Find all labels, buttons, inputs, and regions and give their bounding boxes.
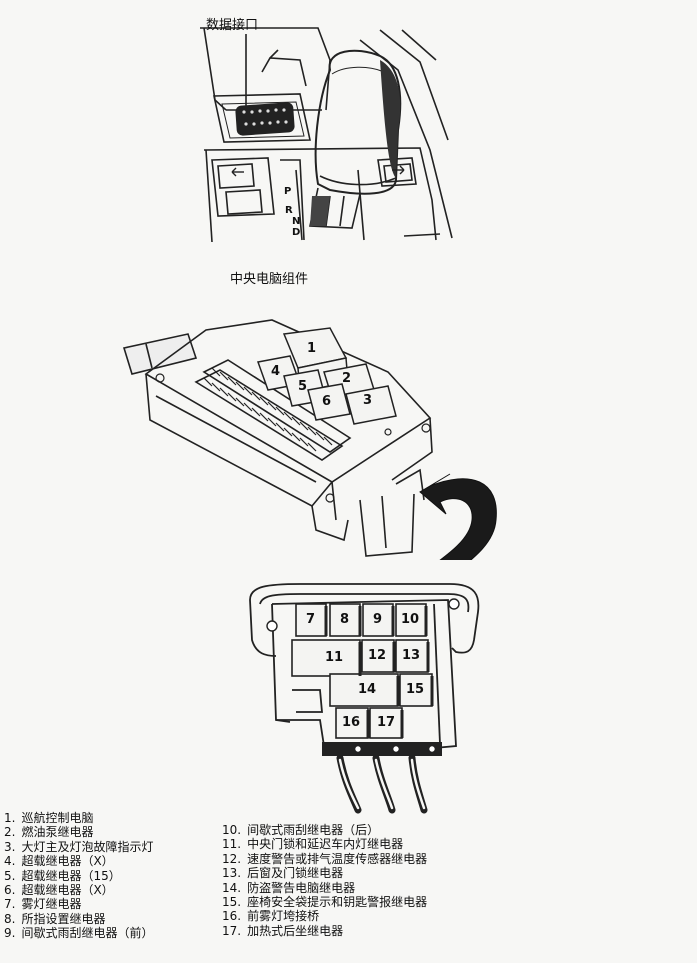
legend-item-9: 9. 间歇式雨刮继电器（前） <box>4 926 153 940</box>
legend-number: 9. <box>4 926 16 941</box>
relay-cell-17 <box>369 707 403 739</box>
legend-number: 17. <box>222 923 242 938</box>
legend-number: 10. <box>222 823 242 837</box>
relay-cell-14 <box>329 673 399 707</box>
relay-label-17: 17 <box>377 715 396 730</box>
relay-label-15: 15 <box>406 682 425 697</box>
central-module-caption: 中央电脑组件 <box>230 272 309 287</box>
relay-label-5: 5 <box>298 379 308 394</box>
relay-label-11: 11 <box>325 650 344 665</box>
legend-item-12: 12. 速度警告或排气温度传感器继电器 <box>222 852 427 866</box>
relay-block-3 <box>345 385 397 425</box>
legend-left: 1. 巡航控制电脑 2. 燃油泵继电器 3. 大灯主及灯泡故障指示灯 4. 超载继电器（… <box>4 811 153 941</box>
relay-label-9: 9 <box>373 612 383 627</box>
legend-item-8: 8. 所指设置继电器 <box>4 912 153 926</box>
legend-text: 座椅安全袋提示和钥匙警报继电器 <box>247 894 428 909</box>
shift-letter-n: N <box>292 216 301 227</box>
legend-item-13: 13. 后窗及门锁继电器 <box>222 866 427 880</box>
legend-text: 超载继电器（X） <box>21 882 114 897</box>
legend-number: 2. <box>4 825 16 840</box>
shift-letter-p: P <box>284 186 292 197</box>
relay-block-6 <box>307 383 351 421</box>
legend-item-10: 10. 间歇式雨刮继电器（后） <box>222 823 427 837</box>
legend-text: 所指设置继电器 <box>21 911 106 926</box>
relay-label-2: 2 <box>342 371 352 386</box>
legend-number: 6. <box>4 882 16 897</box>
legend-item-17: 17. 加热式后坐继电器 <box>222 924 427 938</box>
legend-item-15: 15. 座椅安全袋提示和钥匙警报继电器 <box>222 895 427 909</box>
legend-item-6: 6. 超载继电器（X） <box>4 883 153 897</box>
relay-label-16: 16 <box>342 715 361 730</box>
legend-number: 15. <box>222 894 242 909</box>
relay-label-4: 4 <box>271 364 281 379</box>
legend-number: 13. <box>222 866 242 881</box>
relay-cell-9 <box>362 603 394 637</box>
relay-label-7: 7 <box>306 612 316 627</box>
legend-item-7: 7. 雾灯继电器 <box>4 897 153 911</box>
legend-right: 10. 间歇式雨刮继电器（后） 11. 中央门锁和延迟车内灯继电器 12. 速度警告或… <box>222 823 427 938</box>
shift-letter-r: R <box>285 205 293 216</box>
relay-label-14: 14 <box>358 682 377 697</box>
legend-text: 超载继电器（15） <box>21 868 121 883</box>
legend-number: 16. <box>222 909 242 924</box>
legend-text: 前雾灯垮接桥 <box>247 909 320 924</box>
legend-item-11: 11. 中央门锁和延迟车内灯继电器 <box>222 837 427 851</box>
legend-text: 中央门锁和延迟车内灯继电器 <box>247 837 404 852</box>
relay-label-10: 10 <box>401 612 420 627</box>
legend-item-4: 4. 超载继电器（X） <box>4 854 153 868</box>
legend-number: 5. <box>4 868 16 883</box>
legend-number: 3. <box>4 839 16 854</box>
legend-text: 防盗警告电脑继电器 <box>247 880 356 895</box>
legend-item-3: 3. 大灯主及灯泡故障指示灯 <box>4 840 153 854</box>
legend-text: 速度警告或排气温度传感器继电器 <box>247 851 428 866</box>
legend-number: 14. <box>222 880 242 895</box>
legend-text: 间歇式雨刮继电器（前） <box>21 926 154 941</box>
legend-text: 大灯主及灯泡故障指示灯 <box>21 839 154 854</box>
relay-label-6: 6 <box>322 394 332 409</box>
relay-label-13: 13 <box>402 648 421 663</box>
legend-item-2: 2. 燃油泵继电器 <box>4 825 153 839</box>
relay-label-3: 3 <box>363 393 373 408</box>
console-illustration <box>200 27 453 243</box>
legend-number: 11. <box>222 837 242 852</box>
relay-label-1: 1 <box>307 341 317 356</box>
legend-text: 加热式后坐继电器 <box>247 923 344 938</box>
shift-letter-d: D <box>292 227 301 238</box>
relay-cell-11 <box>291 639 361 677</box>
legend-number: 12. <box>222 851 242 866</box>
legend-text: 燃油泵继电器 <box>21 825 94 840</box>
legend-number: 4. <box>4 854 16 869</box>
legend-number: 1. <box>4 811 16 825</box>
legend-item-1: 1. 巡航控制电脑 <box>4 811 153 825</box>
data-port-caption: 数据接口 <box>206 18 259 33</box>
legend-text: 超载继电器（X） <box>21 854 114 869</box>
legend-item-5: 5. 超载继电器（15） <box>4 869 153 883</box>
legend-text: 间歇式雨刮继电器（后） <box>247 823 380 837</box>
legend-text: 后窗及门锁继电器 <box>247 866 344 881</box>
legend-text: 巡航控制电脑 <box>21 811 94 825</box>
legend-text: 雾灯继电器 <box>21 897 82 912</box>
legend-number: 8. <box>4 911 16 926</box>
legend-number: 7. <box>4 897 16 912</box>
legend-item-16: 16. 前雾灯垮接桥 <box>222 909 427 923</box>
central-module-illustration <box>122 319 497 560</box>
legend-item-14: 14. 防盗警告电脑继电器 <box>222 881 427 895</box>
relay-label-8: 8 <box>340 612 350 627</box>
relay-cell-8 <box>329 603 361 637</box>
relay-label-12: 12 <box>368 648 387 663</box>
